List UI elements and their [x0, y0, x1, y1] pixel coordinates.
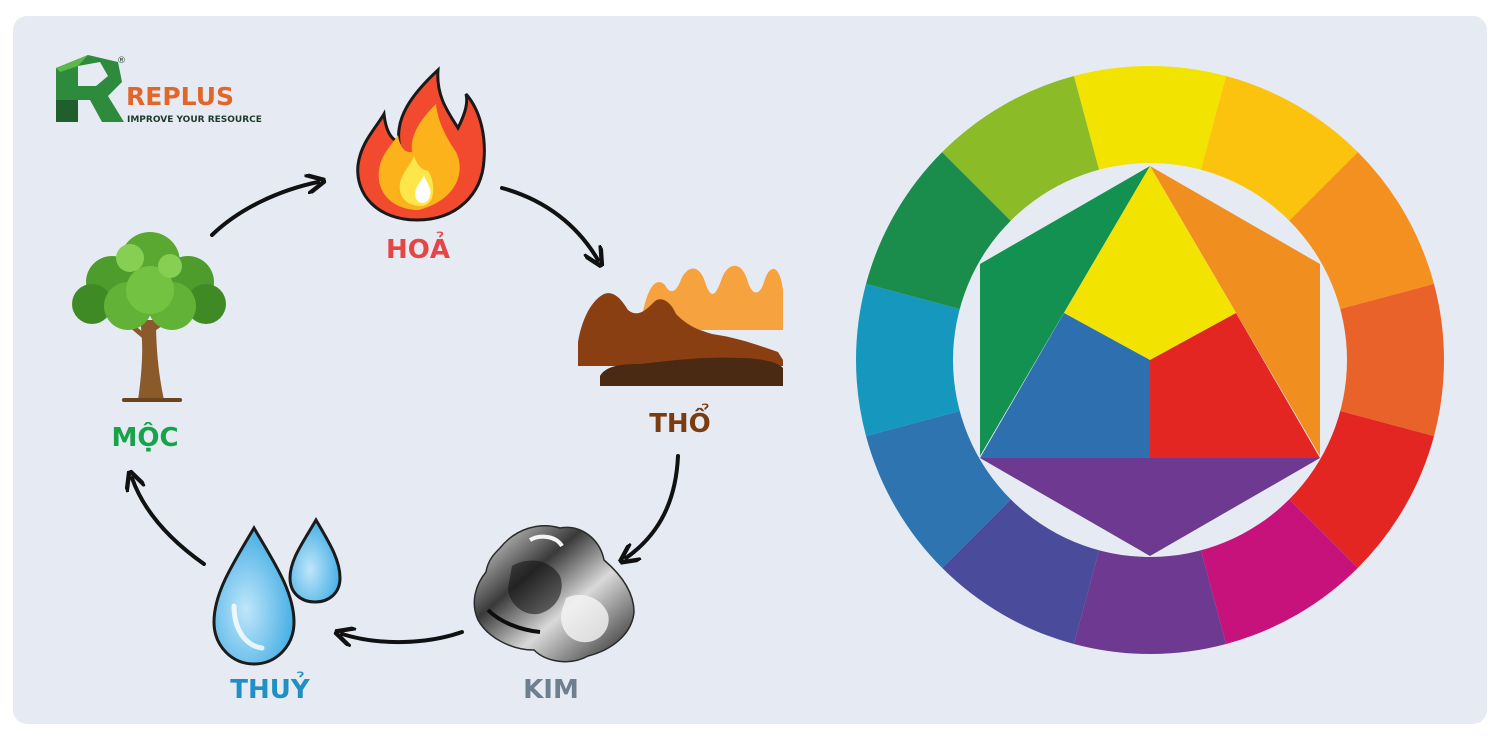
arrow-kim-to-thuy	[342, 632, 464, 642]
secondary-orange-triangle	[1150, 166, 1320, 456]
color-wheel-segment	[1339, 283, 1444, 437]
label-thuy: THUỶ	[230, 670, 311, 705]
logo-tagline-text: IMPROVE YOUR RESOURCE	[127, 115, 262, 125]
primary-blue-triangle	[980, 313, 1150, 458]
arrow-tho-to-kim	[626, 454, 680, 558]
logo-registered-mark: ®	[117, 56, 126, 66]
label-hoa: HOẢ	[386, 230, 450, 265]
secondary-green-triangle	[980, 166, 1150, 456]
metal-icon	[473, 525, 635, 663]
arrow-thuy-to-moc	[132, 478, 206, 566]
color-wheel-segment	[1073, 66, 1227, 171]
mountain-icon	[578, 265, 783, 386]
color-wheel-segment	[856, 283, 961, 437]
fire-icon	[356, 66, 486, 222]
primary-red-triangle	[1150, 313, 1320, 458]
replus-logo[interactable]: ® REPLUS IMPROVE YOUR RESOURCE	[56, 55, 262, 125]
label-kim: KIM	[523, 675, 579, 705]
tree-icon	[72, 232, 226, 402]
label-moc: MỘC	[111, 421, 178, 453]
logo-r-icon	[56, 55, 124, 122]
water-drops-icon	[212, 517, 342, 666]
logo-brand-text: REPLUS	[126, 82, 234, 111]
color-wheel-segment	[1073, 549, 1227, 654]
secondary-violet-triangle	[980, 458, 1320, 556]
primary-yellow-triangle	[1064, 166, 1236, 360]
label-tho: THỔ	[649, 401, 711, 439]
arrow-hoa-to-tho	[500, 186, 598, 260]
arrow-moc-to-hoa	[210, 182, 318, 237]
